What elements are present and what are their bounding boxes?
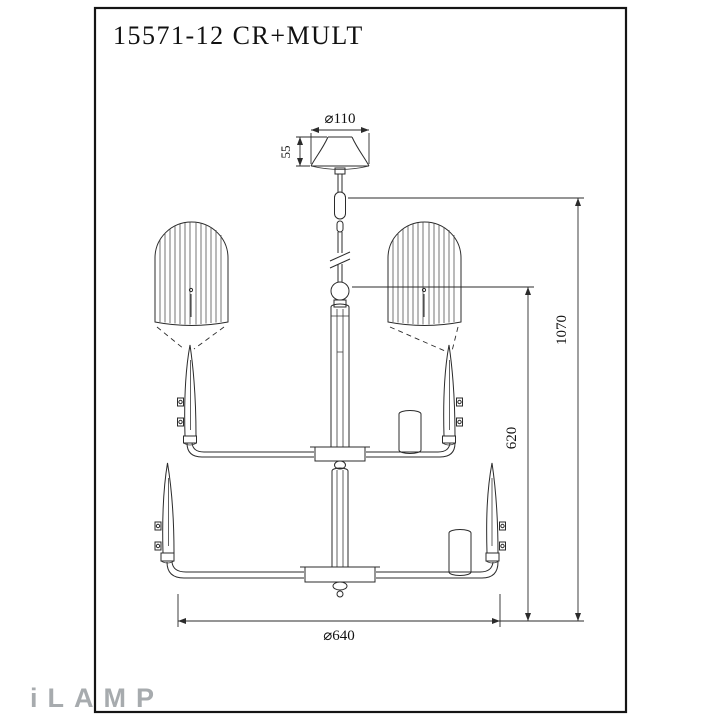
dimension-overall-height: 1070 bbox=[348, 197, 584, 621]
fixture-diameter-label: ⌀640 bbox=[323, 628, 355, 644]
overall-height-label: 1070 bbox=[554, 315, 570, 345]
shade-clip bbox=[154, 541, 162, 551]
lower-column bbox=[331, 467, 349, 567]
hanging-ring bbox=[330, 281, 350, 308]
detail-leader-lines bbox=[389, 326, 459, 352]
shade-clip bbox=[177, 397, 184, 407]
shade-clip bbox=[154, 521, 162, 531]
dimension-body-height: 620 bbox=[352, 286, 534, 621]
length-break-symbol bbox=[329, 251, 351, 269]
cylinder-shade-upper bbox=[398, 410, 422, 454]
candle-cup bbox=[160, 552, 175, 562]
ring-collar bbox=[333, 299, 347, 308]
shade-clip bbox=[456, 417, 463, 427]
drawing-border bbox=[93, 6, 628, 714]
suspension-chain bbox=[329, 174, 351, 282]
detail-leader-lines bbox=[156, 326, 225, 350]
canopy-collar bbox=[334, 167, 346, 175]
chain-link-long bbox=[334, 191, 346, 220]
body-height-label: 620 bbox=[504, 427, 520, 450]
ceiling-canopy bbox=[310, 136, 370, 175]
dimension-canopy-height: 55 bbox=[278, 136, 327, 167]
canopy-diameter-label: ⌀110 bbox=[325, 111, 356, 127]
chain-link-short bbox=[336, 220, 344, 233]
product-code: 15571-12 CR+MULT bbox=[113, 21, 364, 50]
shade-detail-left bbox=[154, 221, 229, 350]
lower-tier-arms bbox=[154, 462, 506, 579]
upper-hub-knob bbox=[334, 460, 346, 470]
upper-tier-arms bbox=[177, 344, 463, 458]
dimension-canopy-diameter: ⌀110 bbox=[310, 111, 370, 164]
candle-cup bbox=[485, 552, 500, 562]
shade-clip bbox=[499, 541, 506, 551]
shade-clip bbox=[499, 521, 506, 531]
lower-hub bbox=[300, 566, 380, 598]
canopy-height-label: 55 bbox=[278, 146, 293, 159]
dimension-fixture-diameter: ⌀640 bbox=[177, 594, 584, 644]
upper-hub bbox=[310, 446, 370, 470]
brand-logo: iLAMP bbox=[30, 683, 164, 713]
finial-ball bbox=[336, 590, 344, 598]
cylinder-shade-lower bbox=[448, 529, 472, 576]
shade-detail-right bbox=[387, 221, 462, 352]
candle-cup bbox=[183, 435, 197, 444]
candle-cup bbox=[442, 435, 456, 444]
upper-column bbox=[330, 303, 350, 447]
shade-clip bbox=[456, 397, 463, 407]
shade-clip bbox=[177, 417, 184, 427]
finial bbox=[332, 581, 348, 591]
